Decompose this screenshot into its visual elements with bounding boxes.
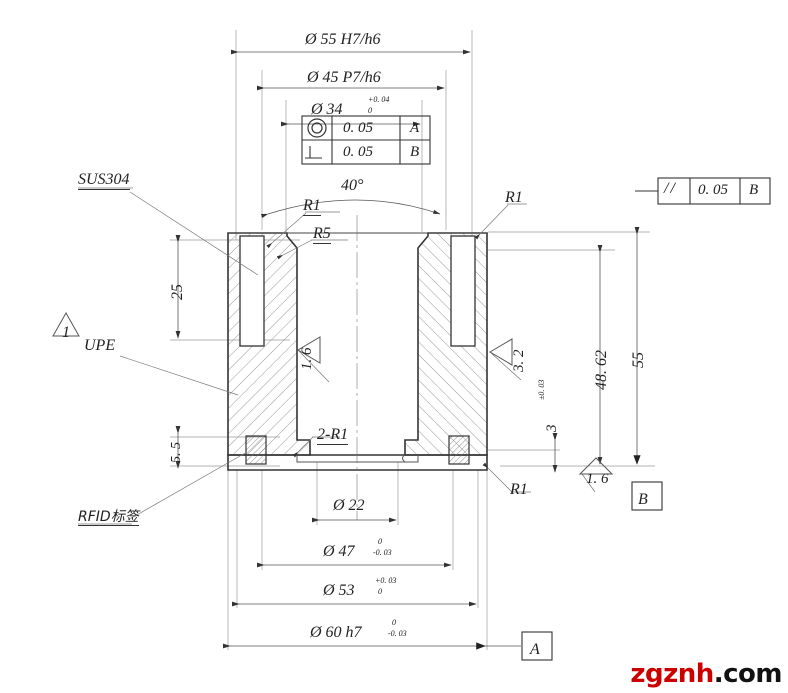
balloon-number-1: 1 (62, 324, 70, 341)
dim-top-55: Ø 55 H7/h6 (305, 31, 381, 48)
dim-bottom-53: Ø 53 (323, 582, 355, 599)
dim-right-48p62: 48. 62 (593, 350, 610, 390)
radius-r5-left: R5 (313, 225, 331, 244)
dim-bottom-53-tol-upper: +0. 03 (375, 576, 397, 585)
watermark-red-text: zgznh (630, 659, 714, 689)
dim-right-thickness-3: 3 (544, 424, 560, 433)
datum-a-label: A (530, 641, 540, 658)
gdt-top-tol-1: 0. 05 (343, 120, 373, 136)
surface-finish-outer: 3. 2 (511, 349, 527, 373)
surface-finish-inner: 1. 6 (299, 347, 315, 371)
dim-bottom-47: Ø 47 (323, 543, 355, 560)
surface-finish-symbols (52, 311, 614, 475)
gdt-top-datum-2: B (410, 144, 420, 160)
gdt-top-datum-1: A (410, 120, 420, 136)
dim-top-45: Ø 45 P7/h6 (307, 69, 381, 86)
radius-r1-bottom-right: R1 (510, 481, 528, 498)
dim-bottom-53-tol-lower: 0 (378, 587, 382, 596)
radius-r1-top-right: R1 (505, 189, 523, 206)
dimension-lines (175, 49, 641, 650)
dim-left-25: 25 (169, 284, 186, 300)
rfid-tag-label: RFID标签 (78, 509, 139, 526)
dim-top-34-tol-upper: +0. 04 (368, 95, 390, 104)
extension-lines (170, 30, 655, 650)
dim-left-5p5: 5. 5 (169, 442, 184, 463)
material-sus304-label: SUS304 (78, 171, 130, 190)
part-cross-section (227, 232, 488, 471)
dim-angle-40: 40° (341, 177, 364, 194)
dim-right-55: 55 (630, 352, 647, 368)
gdt-frames (301, 115, 771, 661)
dim-bottom-60-tol-upper: 0 (392, 618, 396, 627)
dim-bottom-60-tol-lower: -0. 03 (388, 629, 407, 638)
watermark: zgznh.com (630, 659, 782, 689)
leader-lines (78, 187, 596, 525)
surface-finish-bottom: 1. 6 (586, 471, 609, 487)
datum-b-label: B (638, 491, 648, 508)
radius-2-r1: 2-R1 (317, 426, 349, 445)
gdt-right-datum: B (749, 182, 759, 198)
dim-bottom-60: Ø 60 h7 (310, 624, 362, 641)
dim-bottom-47-tol-upper: 0 (378, 537, 382, 546)
gdt-top-tol-2: 0. 05 (343, 144, 373, 160)
dim-bottom-22: Ø 22 (333, 497, 365, 514)
dim-top-34: Ø 34 (311, 101, 343, 118)
parallelism-icon: // (664, 180, 677, 197)
material-upe-label: UPE (84, 337, 116, 354)
dim-top-34-tol-lower: 0 (368, 106, 372, 115)
dim-bottom-47-tol-lower: -0. 03 (373, 548, 392, 557)
gdt-right-tolerance: 0. 05 (698, 182, 728, 198)
watermark-black-text: .com (713, 659, 783, 689)
radius-r1-top-left: R1 (303, 197, 321, 216)
dim-right-thickness-tol: ±0. 03 (537, 379, 546, 400)
